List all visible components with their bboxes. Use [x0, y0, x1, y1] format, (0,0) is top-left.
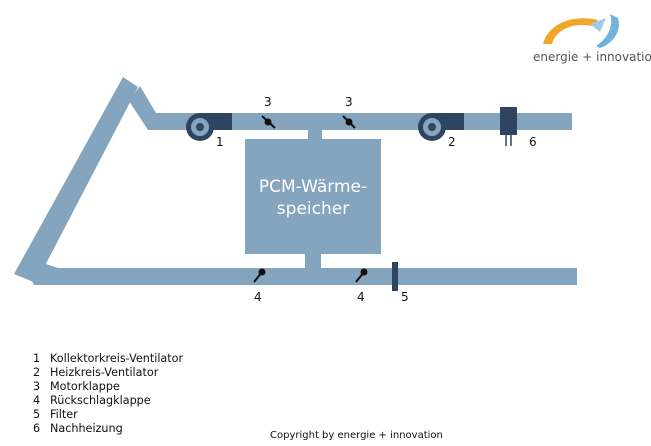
legend-item: 1 Kollektorkreis-Ventilator	[33, 352, 183, 366]
motor-damper-b	[342, 115, 356, 129]
legend-text: Heizkreis-Ventilator	[50, 366, 159, 379]
label-check-valve-a: 4	[254, 290, 262, 304]
logo: energie + innovation	[533, 14, 651, 64]
check-valve-a	[253, 268, 266, 283]
legend-item: 6 Nachheizung	[33, 422, 183, 436]
legend-number: 6	[33, 422, 41, 435]
legend-item: 5 Filter	[33, 408, 183, 422]
upper-connector	[308, 130, 322, 139]
legend-item: 3 Motorklappe	[33, 380, 183, 394]
bottom-duct	[40, 268, 577, 285]
storage-title-line2: speicher	[277, 199, 349, 219]
bottom-elbow	[22, 262, 58, 285]
legend-number: 4	[33, 394, 41, 407]
label-fan-1: 1	[216, 135, 224, 149]
check-valve-b	[355, 268, 368, 283]
logo-text: energie + innovation	[533, 50, 651, 64]
label-motor-damper-b: 3	[345, 95, 353, 109]
legend-number: 2	[33, 366, 41, 379]
pcm-storage-box	[245, 139, 381, 254]
label-fan-2: 2	[448, 135, 456, 149]
legend-number: 1	[33, 352, 41, 365]
label-filter: 5	[401, 290, 409, 304]
label-heater: 6	[529, 135, 537, 149]
fan-collector-circuit	[186, 113, 232, 141]
logo-blue-swoosh	[596, 14, 619, 48]
motor-damper-a	[261, 115, 276, 129]
legend-number: 3	[33, 380, 41, 393]
storage-title-line1: PCM-Wärme-	[259, 177, 367, 197]
lower-connector	[305, 254, 321, 268]
logo-orange-swoosh	[543, 18, 598, 44]
legend-text: Kollektorkreis-Ventilator	[50, 352, 184, 365]
legend-text: Motorklappe	[50, 380, 120, 393]
logo-blue-arrow	[590, 18, 606, 32]
diagonal-duct	[14, 77, 138, 283]
legend-number: 5	[33, 408, 41, 421]
copyright-notice: Copyright by energie + innovation	[270, 430, 443, 441]
heater-element	[500, 107, 517, 146]
label-motor-damper-a: 3	[264, 95, 272, 109]
legend-text: Filter	[50, 408, 78, 421]
legend: 1 Kollektorkreis-Ventilator 2 Heizkreis-…	[33, 352, 183, 436]
filter-element	[392, 262, 398, 291]
legend-text: Rückschlagklappe	[50, 394, 151, 407]
top-duct	[148, 113, 572, 130]
fan-heating-circuit	[418, 113, 464, 141]
legend-item: 4 Rückschlagklappe	[33, 394, 183, 408]
label-check-valve-b: 4	[357, 290, 365, 304]
duct-system	[14, 77, 577, 285]
legend-text: Nachheizung	[50, 422, 123, 435]
legend-item: 2 Heizkreis-Ventilator	[33, 366, 183, 380]
top-elbow	[129, 86, 156, 130]
